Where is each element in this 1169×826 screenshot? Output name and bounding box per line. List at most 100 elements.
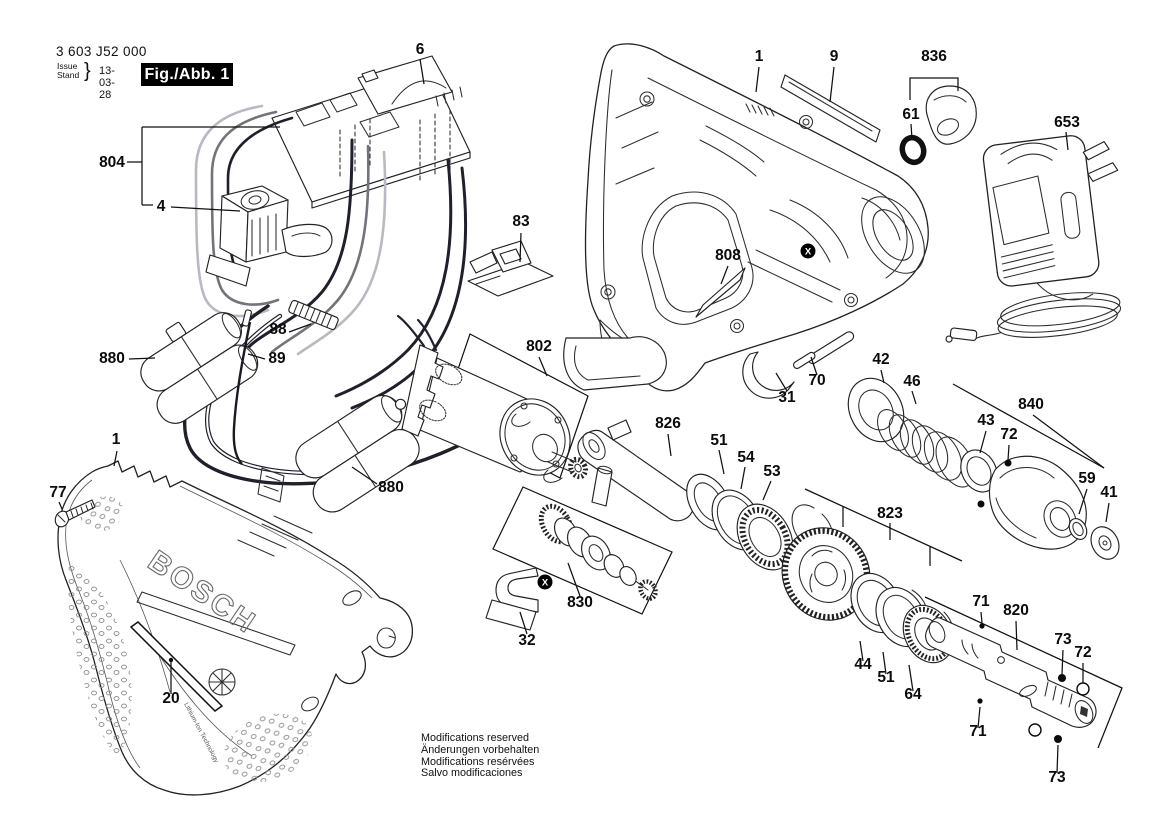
leader-line (58, 501, 63, 510)
leader-line (519, 232, 522, 263)
line-art (788, 81, 873, 132)
cap-41-art (1090, 526, 1120, 560)
module-6-art (357, 55, 463, 115)
line-art (652, 202, 744, 313)
charger-pin (1082, 141, 1110, 161)
line-art (923, 431, 963, 481)
leader-line (1078, 488, 1088, 515)
leader-line (351, 466, 378, 485)
notice-line-de: Änderungen vorbehalten (421, 743, 540, 756)
part-label-88-4: 88 (269, 321, 287, 338)
part-label-51-13: 51 (710, 432, 728, 449)
line-art (504, 403, 566, 471)
part-label-32-17: 32 (518, 632, 535, 649)
leader-line (720, 265, 729, 285)
leader-line (977, 706, 981, 729)
line-art (997, 305, 1118, 338)
contact-strip-88-art (288, 299, 339, 331)
part-label-72-29: 72 (1000, 426, 1017, 443)
part-label-89-6: 89 (268, 350, 286, 367)
line-art (65, 499, 96, 521)
line-art (342, 590, 362, 606)
line-art (475, 275, 501, 285)
line-art (180, 336, 218, 400)
issue-date: 13-03-28 (99, 65, 115, 101)
part-label-83-3: 83 (512, 213, 530, 230)
line-art (136, 591, 296, 656)
line-art (888, 414, 922, 458)
bracket-83-art (467, 240, 554, 297)
line-art (995, 467, 1055, 539)
leader-line (1105, 502, 1110, 523)
line-art (281, 223, 333, 258)
battery-pack-880b-art (257, 394, 420, 513)
line-art (695, 267, 746, 318)
line-art (1102, 540, 1108, 546)
line-art (745, 103, 775, 117)
line-art (257, 467, 285, 503)
part-label-820-38: 820 (1003, 602, 1029, 619)
leader-line (288, 323, 312, 333)
x-marker-glyph: X (805, 247, 812, 258)
line-art (270, 144, 370, 354)
line-art (699, 125, 765, 177)
line-art (961, 639, 979, 659)
line-art (577, 429, 695, 522)
blade-808-art (695, 267, 746, 318)
line-art (554, 416, 562, 424)
line-art (391, 80, 447, 105)
leader-polyline (170, 206, 241, 212)
line-art (361, 69, 379, 83)
line-art (205, 254, 251, 287)
part-label-71-41: 71 (969, 723, 987, 740)
leader-line (567, 562, 581, 597)
line-art (469, 251, 498, 274)
ring-59-art (1068, 518, 1088, 540)
line-art (748, 516, 782, 558)
line-art (396, 314, 438, 352)
leader-line (1065, 131, 1069, 151)
part-label-70-24: 70 (808, 372, 825, 389)
ball-dot (1058, 674, 1066, 682)
part-label-20-9: 20 (162, 690, 179, 707)
leader-polyline (1032, 414, 1105, 469)
cap-836-art (925, 85, 977, 145)
line-art (237, 515, 313, 557)
line-art (945, 335, 953, 343)
part-label-9-19: 9 (830, 48, 839, 65)
line-art (949, 327, 978, 342)
charger-body (982, 135, 1100, 287)
line-art (334, 158, 453, 398)
line-art (802, 118, 810, 126)
charger-653-art (945, 135, 1122, 343)
leader-polyline (804, 488, 963, 562)
ball-dot (168, 657, 174, 663)
wire-89-art (232, 321, 252, 465)
part-label-804-1: 804 (99, 154, 125, 171)
washer-42-art (847, 377, 905, 443)
leader-line (810, 356, 818, 376)
leader-line (740, 466, 746, 490)
line-art (57, 514, 66, 523)
line-art (1080, 706, 1088, 717)
part-label-43-28: 43 (977, 412, 995, 429)
line-art (588, 544, 604, 562)
line-art (600, 284, 616, 300)
leader-polyline (909, 77, 959, 100)
blade-9-art (780, 74, 881, 143)
line-art (584, 43, 929, 392)
line-art (511, 413, 563, 483)
rod-70-art (792, 331, 855, 370)
part-label-73-39: 73 (1054, 631, 1072, 648)
leader-line (882, 651, 887, 675)
line-art (1098, 535, 1112, 551)
line-art (769, 199, 849, 263)
line-art (376, 627, 396, 649)
line-art (165, 321, 187, 342)
motor-802-art (401, 344, 588, 483)
part-number: 3 603 J52 000 (56, 44, 147, 59)
part-label-73-42: 73 (1048, 769, 1066, 786)
line-art (291, 232, 321, 237)
part-label-54-14: 54 (737, 449, 755, 466)
